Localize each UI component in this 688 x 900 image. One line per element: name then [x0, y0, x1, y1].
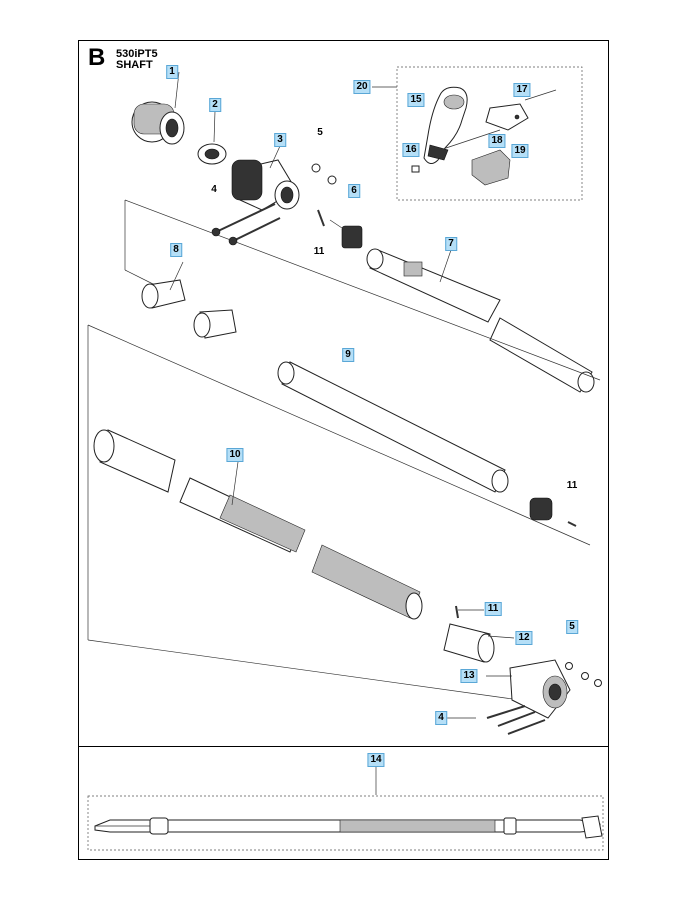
assembly-divider — [78, 746, 609, 747]
callout-11-lower: 11 — [484, 602, 502, 616]
callout-7: 7 — [445, 237, 457, 251]
complete-assembly-box — [87, 795, 604, 851]
callout-16: 16 — [402, 143, 420, 157]
nut-part — [411, 165, 420, 173]
callout-15: 15 — [407, 93, 425, 107]
callout-13: 13 — [460, 669, 478, 683]
nut-part — [327, 175, 337, 185]
page-title: SHAFT — [116, 59, 153, 71]
reference-line — [124, 199, 601, 381]
outer-tube-part — [93, 429, 423, 620]
bushing-part — [529, 497, 553, 521]
callout-10: 10 — [226, 448, 244, 462]
callout-3: 3 — [274, 133, 286, 147]
callout-5-top: 5 — [317, 127, 323, 138]
callout-4-top: 4 — [211, 184, 217, 195]
bracket-assembly-box — [396, 66, 583, 201]
callout-19: 19 — [511, 144, 529, 158]
nut-part — [311, 163, 321, 173]
callout-5-lower: 5 — [566, 620, 578, 634]
inner-shaft-part — [277, 361, 509, 493]
ring-nut-part — [131, 101, 185, 145]
end-housing-part — [509, 659, 571, 719]
diagram-frame — [78, 40, 609, 860]
clamp-part — [471, 149, 511, 186]
reference-line — [87, 324, 591, 546]
callout-6: 6 — [348, 184, 360, 198]
plate-part — [485, 103, 529, 131]
callout-9: 9 — [342, 348, 354, 362]
drive-shaft-tube-part — [366, 248, 595, 393]
housing-part — [231, 159, 300, 211]
callout-2: 2 — [209, 98, 221, 112]
screw-part — [211, 203, 281, 246]
complete-shaft-assembly — [94, 815, 603, 839]
callout-20: 20 — [353, 80, 371, 94]
callout-11-top: 11 — [313, 246, 325, 257]
grip-sleeve-part — [443, 623, 495, 663]
callout-17: 17 — [513, 83, 531, 97]
sleeve-part — [197, 143, 227, 165]
bushing-part — [141, 279, 237, 339]
callout-1: 1 — [166, 65, 178, 79]
coupling-part — [329, 219, 363, 249]
section-letter: B — [88, 44, 106, 71]
callout-11-right: 11 — [566, 480, 578, 491]
callout-18: 18 — [488, 134, 506, 148]
support-bracket-part — [423, 86, 468, 164]
model-name: 530iPT5 — [116, 48, 158, 60]
callout-4-lower: 4 — [435, 711, 447, 725]
callout-12: 12 — [515, 631, 533, 645]
callout-14: 14 — [367, 753, 385, 767]
callout-8: 8 — [170, 243, 182, 257]
